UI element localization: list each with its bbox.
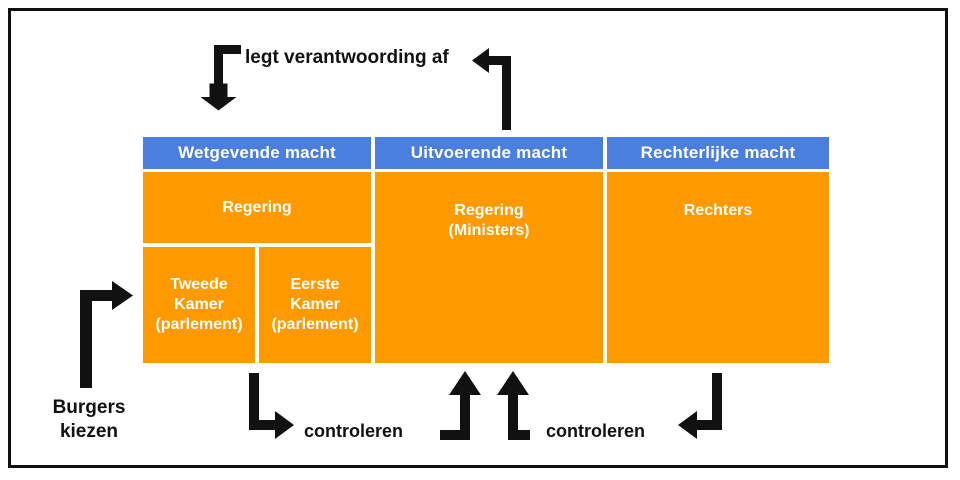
column-header-rechterlijke-macht[interactable]: Rechterlijke macht — [607, 137, 829, 169]
column-header-uitvoerende-macht[interactable]: Uitvoerende macht — [375, 137, 603, 169]
cell-eerste-kamer[interactable]: Eerste Kamer (parlement) — [259, 247, 371, 363]
column-header-wetgevende-macht[interactable]: Wetgevende macht — [143, 137, 371, 169]
label-controleren-right: controleren — [546, 421, 646, 441]
cell-rechters[interactable]: Rechters — [607, 172, 829, 363]
label-legt-verantwoording-af: legt verantwoording af — [245, 47, 449, 68]
cell-tweede-kamer[interactable]: Tweede Kamer (parlement) — [143, 247, 255, 363]
column-wetgevende-macht: Wetgevende macht Regering Tweede Kamer (… — [143, 137, 371, 363]
label-burgers-kiezen: Burgers kiezen — [52, 397, 126, 442]
label-controleren-left: controleren — [304, 421, 404, 441]
powers-table: Wetgevende macht Regering Tweede Kamer (… — [143, 137, 829, 363]
cell-regering[interactable]: Regering — [143, 172, 371, 243]
cell-regering-ministers[interactable]: Regering (Ministers) — [375, 172, 603, 363]
column-uitvoerende-macht: Uitvoerende macht Regering (Ministers) — [375, 137, 603, 363]
column-rechterlijke-macht: Rechterlijke macht Rechters — [607, 137, 829, 363]
